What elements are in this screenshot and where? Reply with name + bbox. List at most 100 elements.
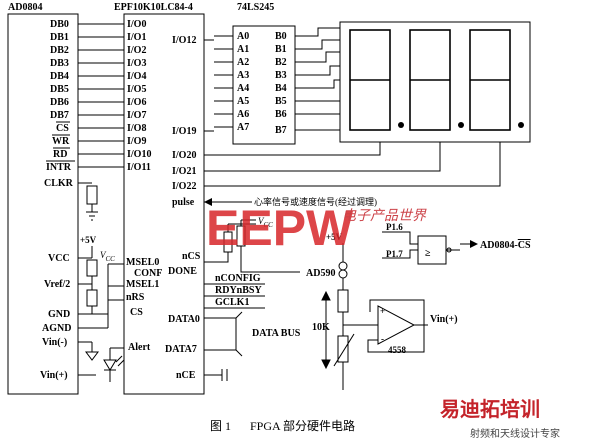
adc-pin-vcc: VCC xyxy=(48,253,70,264)
buffer-pin-a3: A3 xyxy=(237,70,249,81)
buffer-pin-a7: A7 xyxy=(237,122,249,133)
adc-pin-vref: Vref/2 xyxy=(44,279,70,290)
plus5v-left: +5V xyxy=(80,235,97,245)
opamp-minus: - xyxy=(381,334,384,344)
buffer-pin-a5: A5 xyxy=(237,96,249,107)
p16-label: P1.6 xyxy=(386,222,403,232)
fpga-pin-ncs: nCS xyxy=(182,251,201,262)
fpga-pin-io21: I/O21 xyxy=(172,166,196,177)
ten-k-label: 10K xyxy=(312,322,330,333)
fpga-pin-io6: I/O6 xyxy=(127,97,146,108)
data-bus: DATA BUS xyxy=(204,311,301,357)
adc-pin-clkr: CLKR xyxy=(44,178,74,189)
fpga-pin-done: DONE xyxy=(168,266,197,277)
ad590-sensor xyxy=(333,243,378,390)
eepw-watermark: EEPW 电子产品世界 xyxy=(206,200,427,256)
ge-symbol: ≥ xyxy=(425,248,431,259)
adc-pin-db4: DB4 xyxy=(50,71,69,82)
data-bus-label: DATA BUS xyxy=(252,328,301,339)
adc-pin-wr: WR xyxy=(52,136,70,147)
fpga-pin-io3: I/O3 xyxy=(127,58,146,69)
clkr-network xyxy=(78,182,98,221)
fpga-pin-io22: I/O22 xyxy=(172,181,196,192)
fpga-pin-data0: DATA0 xyxy=(168,314,200,325)
fpga-chip-body xyxy=(123,13,205,395)
eetc-logo: 易迪拓培训 xyxy=(440,397,540,421)
opamp-label: 4558 xyxy=(388,345,407,355)
fpga-pin-io9: I/O9 xyxy=(127,136,146,147)
opamp-4558: + - 4558 xyxy=(367,299,428,355)
fpga-pin-pulse: pulse xyxy=(172,197,195,208)
fpga-pin-cs: CS xyxy=(130,307,143,318)
fpga-pin-io19: I/O19 xyxy=(172,126,196,137)
fpga-pin-io11: I/O11 xyxy=(127,162,151,173)
buffer-pin-a1: A1 xyxy=(237,44,249,55)
buffer-pin-b2: B2 xyxy=(275,57,287,68)
caption-title: FPGA 部分硬件电路 xyxy=(250,418,355,433)
adc-pin-rd: RD xyxy=(53,149,67,160)
adc-data-pins: DB0 DB1 DB2 DB3 DB4 DB5 DB6 DB7 xyxy=(50,19,69,121)
vref-divider xyxy=(78,246,124,361)
adc-pin-db2: DB2 xyxy=(50,45,69,56)
fpga-left-io-pins: I/O0 I/O1 I/O2 I/O3 I/O4 I/O5 I/O6 I/O7 … xyxy=(127,19,151,173)
buffer-b-pins: B0 B1 B2 B3 B4 B5 B6 B7 xyxy=(275,31,287,136)
buffer-pin-b6: B6 xyxy=(275,109,287,120)
adc-control-pins: CS WR RD INTR xyxy=(46,121,75,173)
fpga-vcc-label: VCC xyxy=(100,250,115,263)
fpga-chip-title: EPF10K10LC84-4 xyxy=(114,2,193,13)
adc-pin-db7: DB7 xyxy=(50,110,69,121)
fpga-pin-io20: I/O20 xyxy=(172,150,196,161)
buffer-pin-b1: B1 xyxy=(275,44,287,55)
ad590-label: AD590 xyxy=(306,268,335,279)
eepw-logo: EEPW xyxy=(206,200,354,256)
buffer-pin-a2: A2 xyxy=(237,57,249,68)
p17-label: P1.7 xyxy=(386,249,403,259)
buffer-display-wires xyxy=(295,27,340,131)
caption-fig: 图 1 xyxy=(210,419,231,433)
buffer-pin-b0: B0 xyxy=(275,31,287,42)
fpga-pin-io2: I/O2 xyxy=(127,45,146,56)
fpga-pin-msel0: MSEL0 xyxy=(126,257,159,268)
adc-pin-vin-minus: Vin(-) xyxy=(42,337,67,348)
adc-pin-db3: DB3 xyxy=(50,58,69,69)
adc-pin-gnd: GND xyxy=(48,309,70,320)
fpga-pin-io7: I/O7 xyxy=(127,110,146,121)
adc-pin-db1: DB1 xyxy=(50,32,69,43)
buffer-pin-a0: A0 xyxy=(237,31,249,42)
adc-chip-body xyxy=(7,13,79,395)
fpga-pin-io8: I/O8 xyxy=(127,123,146,134)
config-lines xyxy=(204,283,265,309)
rdynbsy-label: RDYnBSY xyxy=(215,285,262,296)
buffer-chip-body xyxy=(232,25,296,145)
adc-pin-db5: DB5 xyxy=(50,84,69,95)
opamp-plus: + xyxy=(380,306,385,316)
fpga-pin-nrs: nRS xyxy=(126,292,145,303)
fpga-buffer-wires xyxy=(204,35,233,132)
buffer-pin-a6: A6 xyxy=(237,109,249,120)
seven-segment-digit-1 xyxy=(349,29,404,131)
alert-led xyxy=(103,347,125,382)
fpga-pin-io5: I/O5 xyxy=(127,84,146,95)
fpga-pin-io4: I/O4 xyxy=(127,71,146,82)
fpga-pin-nce: nCE xyxy=(176,370,196,381)
fpga-pin-io1: I/O1 xyxy=(127,32,146,43)
pulse-input: 心率信号或速度信号(经过调理) xyxy=(204,196,377,207)
buffer-pin-b4: B4 xyxy=(275,83,287,94)
buffer-pin-b7: B7 xyxy=(275,125,287,136)
nconfig-label: nCONFIG xyxy=(215,273,261,284)
fpga-pin-conf: CONF xyxy=(134,268,162,279)
fpga-pin-alert: Alert xyxy=(128,342,151,353)
eetc-sub: 射频和天线设计专家 xyxy=(470,427,560,440)
adc-chip-title: AD0804 xyxy=(8,2,42,13)
adc-pin-vin-plus: Vin(+) xyxy=(40,370,68,381)
buffer-a-pins: A0 A1 A2 A3 A4 A5 A6 A7 xyxy=(237,31,249,133)
pulse-note: 心率信号或速度信号(经过调理) xyxy=(254,196,377,207)
fpga-pin-data7: DATA7 xyxy=(165,344,197,355)
buffer-pin-a4: A4 xyxy=(237,83,249,94)
buffer-pin-b3: B3 xyxy=(275,70,287,81)
adc-cs-out: AD0804-CS xyxy=(480,240,531,251)
config-pullups: VCC xyxy=(204,216,300,273)
seven-segment-digit-3 xyxy=(469,29,524,131)
